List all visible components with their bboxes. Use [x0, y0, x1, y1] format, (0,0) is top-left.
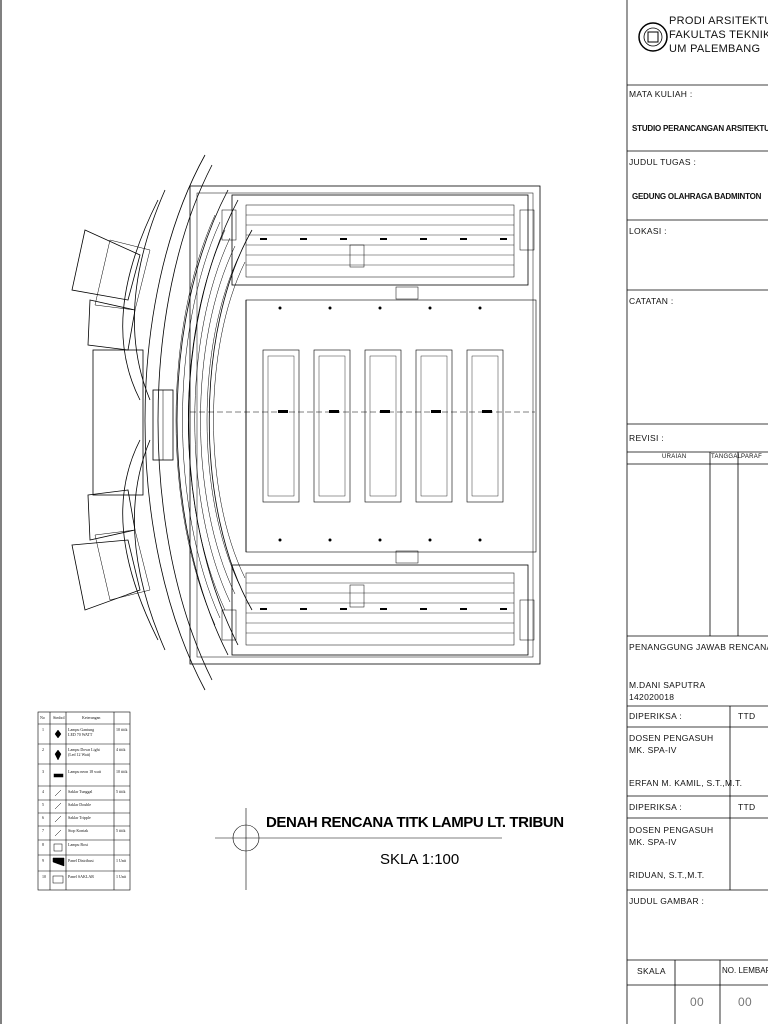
university-logo — [638, 22, 668, 52]
diperiksa-1-ttd: TTD — [738, 711, 756, 721]
legend-row-no: 6 — [42, 815, 44, 820]
dosen-1-name: ERFAN M. KAMIL, S.T.,M.T. — [629, 778, 743, 788]
legend-row-desc: Saklar Tunggal — [68, 789, 93, 794]
dosen-2-role-1: DOSEN PENGASUH — [629, 825, 714, 835]
drawing-title: DENAH RENCANA TITK LAMPU LT. TRIBUN — [266, 814, 564, 831]
institution-line-3: UM PALEMBANG — [669, 43, 761, 55]
legend-row-no: 3 — [42, 769, 44, 774]
mata-kuliah-label: MATA KULIAH : — [629, 89, 693, 99]
legend-row-qty: 10 titik — [116, 727, 128, 732]
legend-header-keterangan: Keterangan — [82, 715, 101, 720]
legend-row-qty: 1 Unit — [116, 858, 127, 863]
penanggung-name: M.DANI SAPUTRA — [629, 680, 706, 690]
revisi-col-paraf: PARAF — [741, 454, 763, 460]
no-lembar-b: 00 — [738, 995, 752, 1009]
legend-row-no: 9 — [42, 858, 44, 863]
legend-table — [37, 711, 131, 891]
dosen-1-role-2: MK. SPA-IV — [629, 745, 677, 755]
revisi-label: REVISI : — [629, 433, 664, 443]
dosen-1-role-1: DOSEN PENGASUH — [629, 733, 714, 743]
legend-row-qty: 10 titik — [116, 769, 128, 774]
legend-row-no: 10 — [42, 874, 46, 879]
drawing-title-marker — [215, 808, 502, 890]
legend-row-no: 2 — [42, 747, 44, 752]
revisi-col-tanggal: TANGGAL — [711, 454, 742, 460]
mata-kuliah-value: STUDIO PERANCANGAN ARSITEKTUR IV — [632, 124, 768, 133]
judul-tugas-label: JUDUL TUGAS : — [629, 157, 697, 167]
diperiksa-1-label: DIPERIKSA : — [629, 711, 682, 721]
judul-tugas-value: GEDUNG OLAHRAGA BADMINTON — [632, 192, 762, 201]
skala-label: SKALA — [637, 966, 666, 976]
legend-row-qty: 5 titik — [116, 828, 126, 833]
dosen-2-role-2: MK. SPA-IV — [629, 837, 677, 847]
no-lembar-label: NO. LEMBAR — [722, 966, 768, 975]
no-lembar-a: 00 — [690, 995, 704, 1009]
legend-row-no: 8 — [42, 842, 44, 847]
legend-row-qty: 5 titik — [116, 789, 126, 794]
title-block-grid — [626, 0, 768, 1024]
legend-row-no: 4 — [42, 789, 44, 794]
legend-row-desc: LED 70 WATT — [68, 732, 93, 737]
lamp-points — [260, 238, 507, 610]
lokasi-label: LOKASI : — [629, 226, 667, 236]
legend-row-no: 7 — [42, 828, 44, 833]
legend-row-desc: Panel Distribusi — [68, 858, 94, 863]
institution-line-2: FAKULTAS TEKNIK — [669, 29, 768, 41]
revisi-col-uraian: URAIAN — [662, 454, 687, 460]
legend-row-desc: Lampu Boxi — [68, 842, 89, 847]
dosen-2-name: RIDUAN, S.T.,M.T. — [629, 870, 705, 880]
legend-header-no: No — [40, 715, 45, 720]
legend-row-desc: Saklar Tripple — [68, 815, 91, 820]
penanggung-nim: 142020018 — [629, 692, 675, 702]
legend-row-no: 1 — [42, 727, 44, 732]
drawing-scale: SKLA 1:100 — [380, 851, 460, 868]
legend-row-desc: (Led 12 Watt) — [68, 752, 91, 757]
legend-row-qty: 1 Unit — [116, 874, 127, 879]
building-plan — [71, 154, 541, 691]
legend-row-desc: Lampu Down Light — [68, 747, 100, 752]
legend-row-desc: Lampu Gantung — [68, 727, 95, 732]
catatan-label: CATATAN : — [629, 296, 674, 306]
institution-line-1: PRODI ARSITEKTUR — [669, 15, 768, 27]
legend-row-desc: Panel SAKLAR — [68, 874, 94, 879]
legend-row-desc: Lampu neon 18 watt — [68, 769, 101, 774]
legend-row-desc: Saklar Double — [68, 802, 91, 807]
legend-row-desc: Stop Kontak — [68, 828, 89, 833]
legend-row-qty: 4 titik — [116, 747, 126, 752]
judul-gambar-label: JUDUL GAMBAR : — [629, 896, 705, 906]
legend-symbols — [52, 729, 65, 884]
legend-header-simbol: Simbol — [53, 715, 65, 720]
penanggung-label: PENANGGUNG JAWAB RENCANA : — [629, 642, 768, 652]
legend-row-no: 5 — [42, 802, 44, 807]
diperiksa-2-ttd: TTD — [738, 802, 756, 812]
diperiksa-2-label: DIPERIKSA : — [629, 802, 682, 812]
